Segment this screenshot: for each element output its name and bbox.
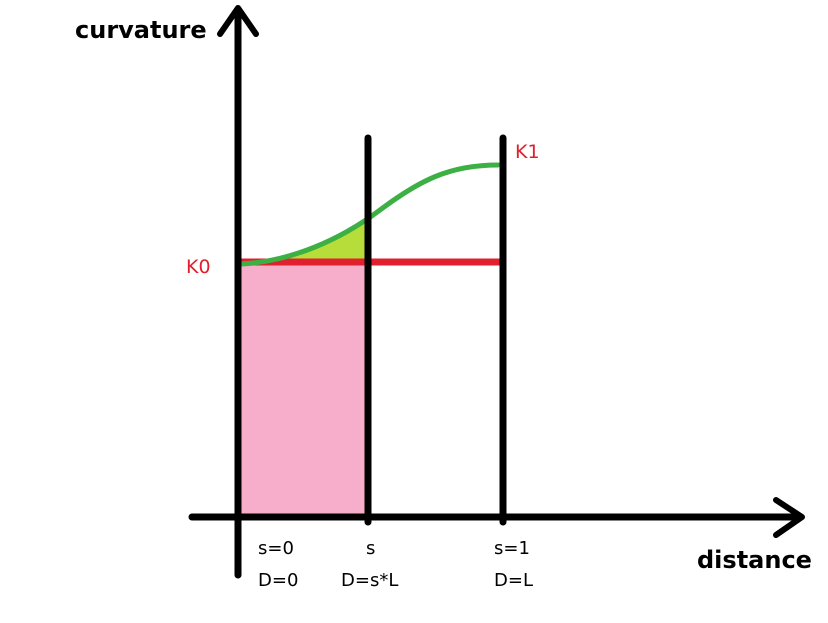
tick-d-label: D=L	[494, 570, 533, 591]
y-axis-title: curvature	[75, 16, 207, 44]
x-axis-arrowhead	[773, 497, 805, 538]
tick-s-label: s	[366, 538, 375, 559]
curvature-curve	[237, 162, 501, 267]
tick-d-label: D=s*L	[341, 570, 398, 591]
x-axis-title: distance	[697, 546, 812, 574]
area-above-k0	[240, 222, 367, 264]
tick-d-label: D=0	[258, 570, 298, 591]
k0-label: K0	[186, 256, 211, 278]
y-axis-arrowhead	[217, 5, 259, 37]
area-below-k0	[238, 262, 367, 518]
tick-s-label: s=1	[494, 538, 530, 559]
k1-label: K1	[515, 141, 540, 163]
tick-s-label: s=0	[258, 538, 294, 559]
